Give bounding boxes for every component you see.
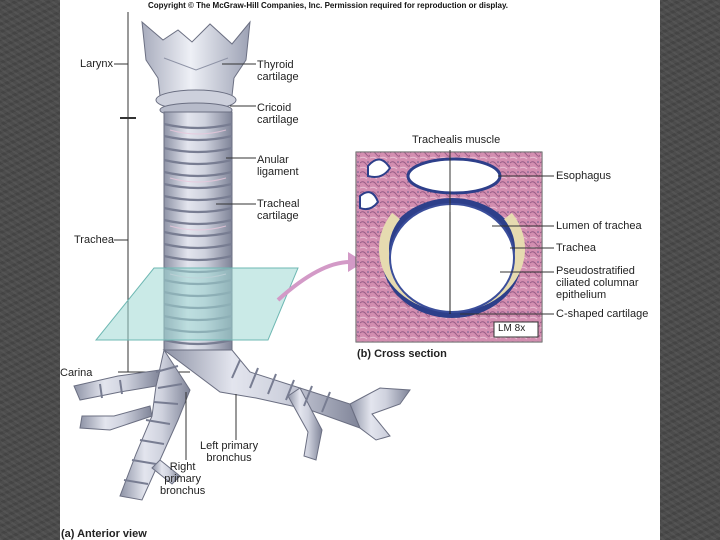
larynx-drawing xyxy=(141,20,251,118)
label-c-shaped-cartilage: C-shaped cartilage xyxy=(556,308,649,320)
section-plane xyxy=(94,267,299,341)
label-magnification: LM 8x xyxy=(498,323,526,334)
label-trachea-section: Trachea xyxy=(556,242,596,254)
caption-anterior-view: (a) Anterior view xyxy=(61,528,147,540)
label-larynx: Larynx xyxy=(80,58,114,70)
copyright-notice: Copyright © The McGraw-Hill Companies, I… xyxy=(148,1,509,10)
label-esophagus: Esophagus xyxy=(556,170,612,182)
label-lumen-of-trachea: Lumen of trachea xyxy=(556,220,642,232)
label-trachea-region: Trachea xyxy=(74,234,114,246)
caption-cross-section: (b) Cross section xyxy=(357,348,447,360)
label-trachealis-muscle: Trachealis muscle xyxy=(412,134,501,146)
figure-sheet: Copyright © The McGraw-Hill Companies, I… xyxy=(60,0,660,540)
anatomy-illustration xyxy=(73,12,554,501)
leader-lines xyxy=(185,63,554,460)
label-carina: Carina xyxy=(60,367,93,379)
bronchi-drawing xyxy=(73,348,411,501)
cross-section-micrograph xyxy=(355,151,543,343)
